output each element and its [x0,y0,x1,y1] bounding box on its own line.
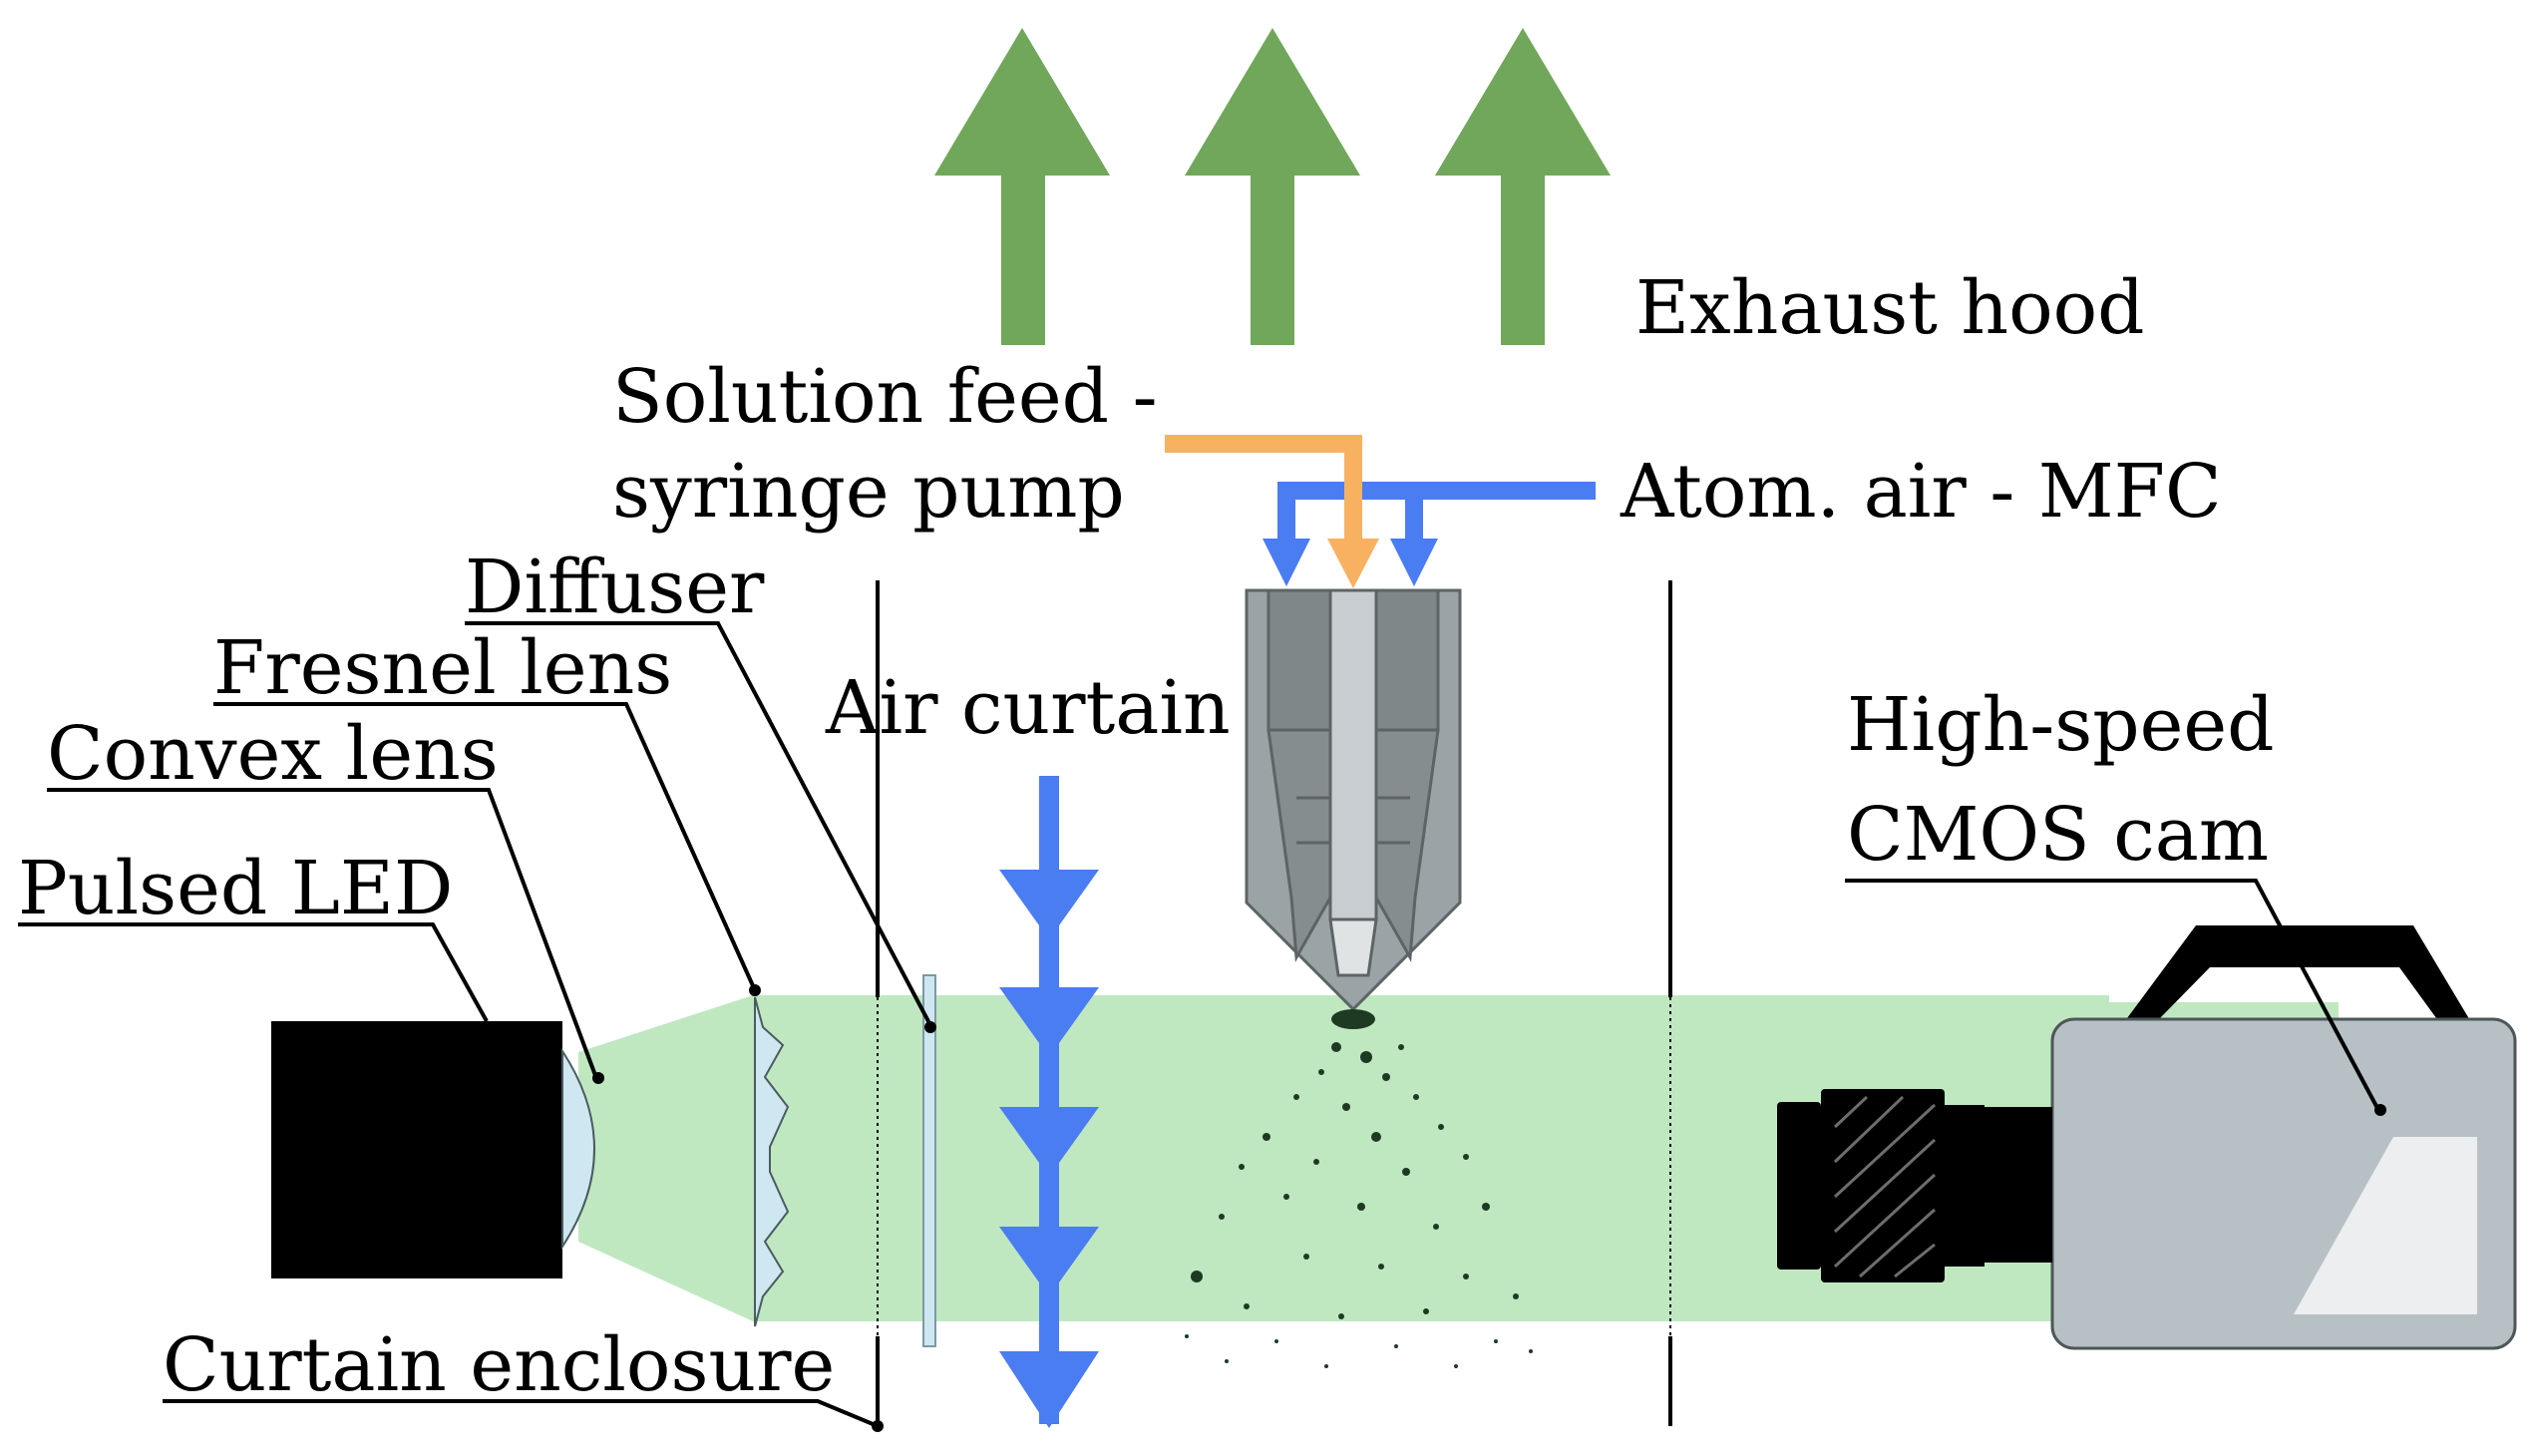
solution-feed-label-line2: syringe pump [612,449,1125,535]
atomizer-nozzle-icon [1245,588,1462,1012]
solution-feed-label-line1: Solution feed - [612,354,1158,440]
down-arrow-icon [1263,539,1310,586]
up-arrow-icon [934,28,1110,345]
convex-lens-label: Convex lens [47,711,499,797]
down-arrow-icon [1327,539,1379,588]
air-curtain-label: Air curtain [825,665,1231,751]
high-speed-label-line1: High-speed [1847,682,2275,768]
down-arrow-icon [999,1227,1099,1296]
atom-air-lines [1263,482,1596,586]
beam-cone [578,995,753,1321]
fresnel-lens-label: Fresnel lens [213,625,672,711]
down-arrow-icon [999,870,1099,939]
down-arrow-icon [1390,539,1438,586]
curtain-enclosure-label: Curtain enclosure [163,1322,835,1408]
led-source-icon [271,1021,595,1278]
convex-leader [47,788,598,1079]
high-speed-label-line2: CMOS cam [1847,792,2269,878]
camera-icon [1777,925,2517,1350]
down-arrow-icon [999,1351,1099,1428]
leader-lines [18,621,2380,1428]
diffuser-label: Diffuser [465,545,765,630]
atom-air-label: Atom. air - MFC [1620,449,2222,535]
solution-feed-line [1165,435,1379,588]
exhaust-arrows [934,28,1611,345]
up-arrow-icon [1185,28,1360,345]
down-arrow-icon [999,987,1099,1057]
spray-droplets [1185,1009,1533,1368]
fresnel-leader [213,702,757,991]
diffuser-leader [465,621,932,1026]
camera-handle [2124,925,2471,1022]
led-leader [18,922,489,1022]
up-arrow-icon [1435,28,1611,345]
down-arrow-icon [999,1107,1099,1177]
pulsed-led-label: Pulsed LED [18,846,453,931]
air-curtain-arrows [999,776,1099,1428]
exhaust-hood-label: Exhaust hood [1635,265,2145,351]
enclosure-leader [163,1399,879,1428]
fresnel-lens-icon [754,996,790,1327]
camera-leader [1845,879,2380,1111]
diffuser-icon [922,974,936,1347]
leader-dots [592,984,2386,1432]
